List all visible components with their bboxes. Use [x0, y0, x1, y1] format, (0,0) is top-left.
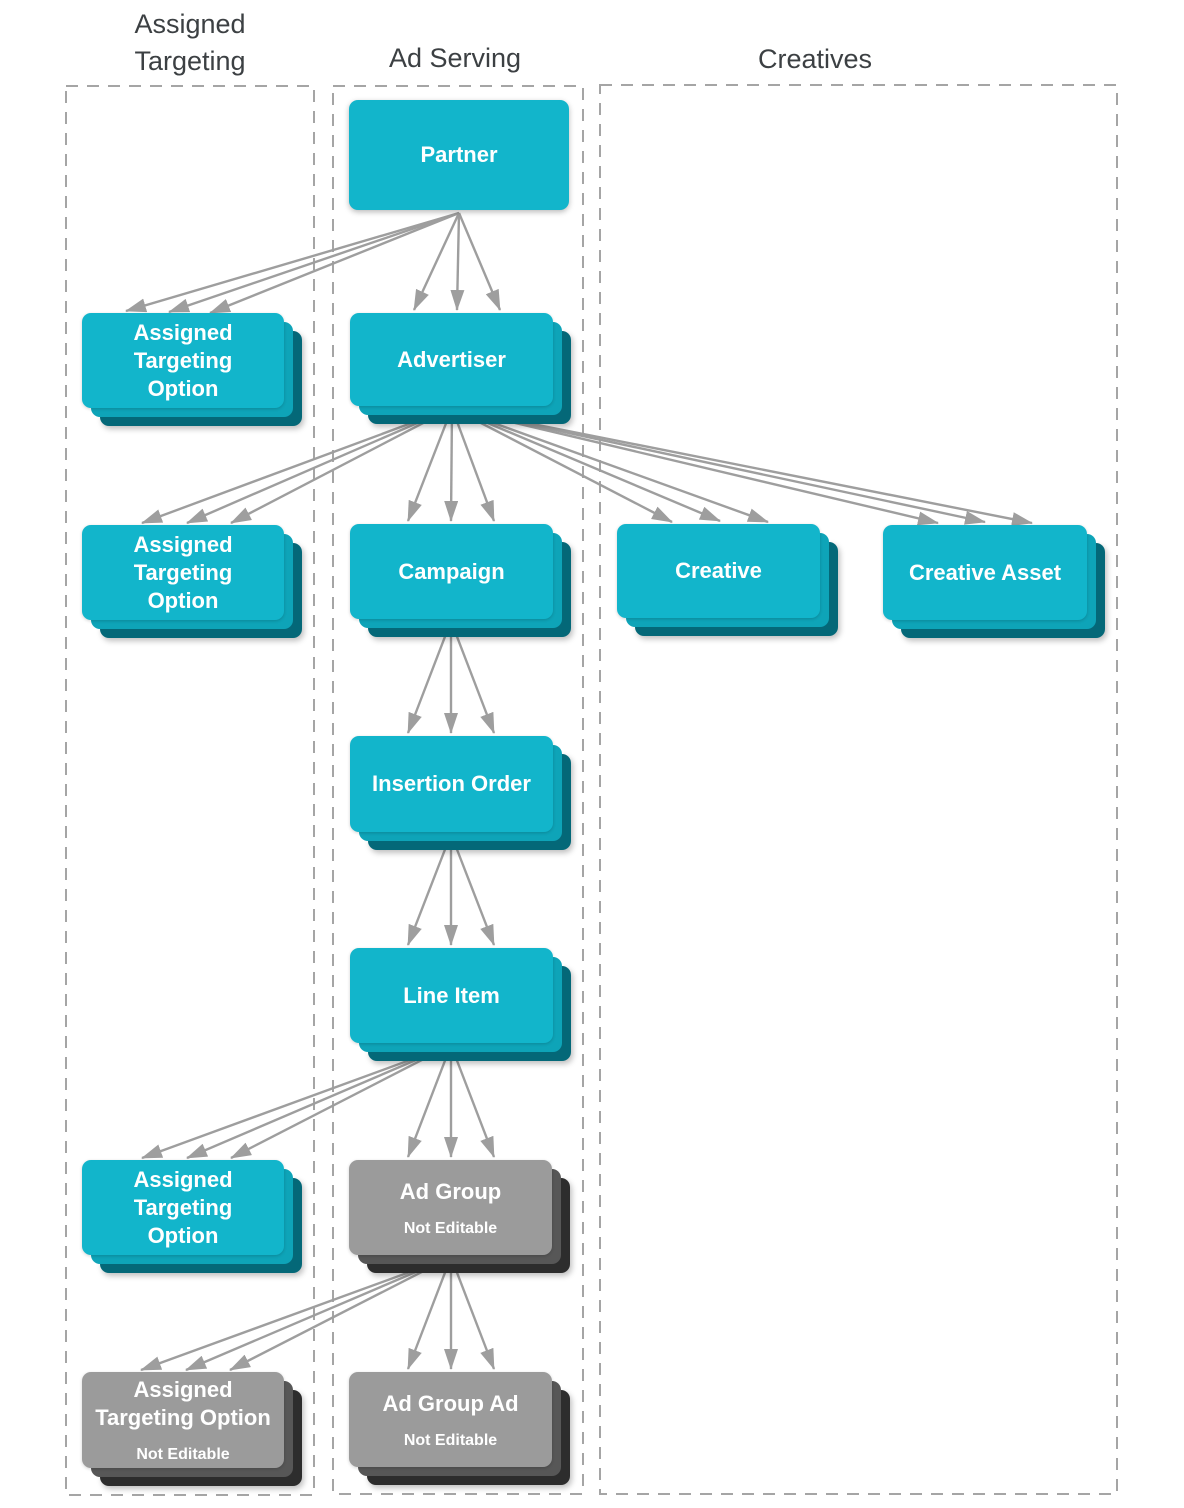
arrow-fan-ad-group-to-assigned-targeting-option-not-editable	[140, 1255, 452, 1372]
node-face: Creative	[617, 524, 820, 618]
arrow-fan-partner-to-advertiser	[412, 212, 502, 311]
node-face: Advertiser	[350, 313, 553, 406]
node-label: Ad Group Ad	[382, 1390, 519, 1416]
node-label: Ad Group	[399, 1178, 502, 1204]
column-border-ad-serving	[332, 85, 584, 1495]
arrow-fan-line-item-to-assigned-targeting-option	[141, 1043, 452, 1160]
node-label: Targeting Option	[95, 1405, 271, 1430]
node-sublabel: Not Editable	[403, 1219, 498, 1237]
node-label: Insertion Order	[372, 771, 531, 796]
node-label: Advertiser	[397, 346, 506, 372]
node-sublabel: Not Editable	[136, 1446, 230, 1463]
node-face: Line Item	[350, 948, 553, 1043]
node-label: Campaign	[398, 558, 505, 584]
node-label: Assigned	[133, 531, 233, 557]
node-label: Creative Asset	[908, 559, 1062, 585]
column-border-creatives	[599, 84, 1118, 1495]
column-header-assigned-targeting: Assigned Targeting	[134, 9, 246, 76]
node-face: Partner	[349, 100, 569, 210]
arrow-fan-advertiser-to-creative-asset	[451, 406, 1033, 526]
arrow-fan-line-item-to-ad-group	[406, 1044, 496, 1158]
node-face: Campaign	[350, 524, 553, 619]
column-header-ad-serving: Ad Serving	[388, 43, 522, 73]
arrow-fan-advertiser-to-creative	[451, 406, 769, 524]
arrow-fan-advertiser-to-campaign	[406, 407, 496, 522]
node-label: Targeting	[133, 559, 233, 585]
arrow-fan-advertiser-to-assigned-targeting-option	[141, 406, 453, 525]
column-header-creatives: Creatives	[757, 44, 873, 74]
node-label: Assigned	[133, 319, 233, 345]
node-label: Assigned	[133, 1166, 233, 1192]
node-label: Targeting	[133, 347, 233, 373]
arrow-fan-partner-to-assigned-targeting-option	[125, 211, 460, 315]
node-label: Option	[147, 1222, 219, 1248]
node-label: Option	[147, 587, 219, 613]
node-label: Creative	[675, 558, 762, 583]
node-label: Targeting	[133, 1194, 233, 1220]
node-label: Line Item	[403, 982, 500, 1008]
node-sublabel: Not Editable	[403, 1431, 498, 1449]
arrow-fan-insertion-order-to-line-item	[406, 833, 496, 946]
column-border-assigned-targeting	[65, 85, 315, 1496]
node-advertiser: Advertiser	[350, 313, 571, 424]
node-ad-group-ad: Ad Group Ad Not Editable	[349, 1372, 570, 1485]
node-label: Partner	[420, 142, 498, 167]
arrow-fan-campaign-to-insertion-order	[406, 620, 496, 734]
node-creative-asset: Creative Asset	[883, 525, 1105, 638]
node-face: Insertion Order	[350, 736, 553, 832]
node-face: Creative Asset	[883, 525, 1087, 620]
node-label: Assigned	[133, 1377, 233, 1402]
arrow-fan-ad-group-to-ad-group-ad	[406, 1256, 496, 1370]
node-label: Option	[147, 375, 219, 401]
node-partner: Partner	[349, 100, 569, 210]
node-insertion-order: Insertion Order	[350, 736, 571, 850]
node-campaign: Campaign	[350, 524, 571, 637]
node-line-item: Line Item	[350, 948, 571, 1061]
node-creative: Creative	[617, 524, 838, 636]
node-face: Ad Group Ad Not Editable	[349, 1372, 552, 1467]
